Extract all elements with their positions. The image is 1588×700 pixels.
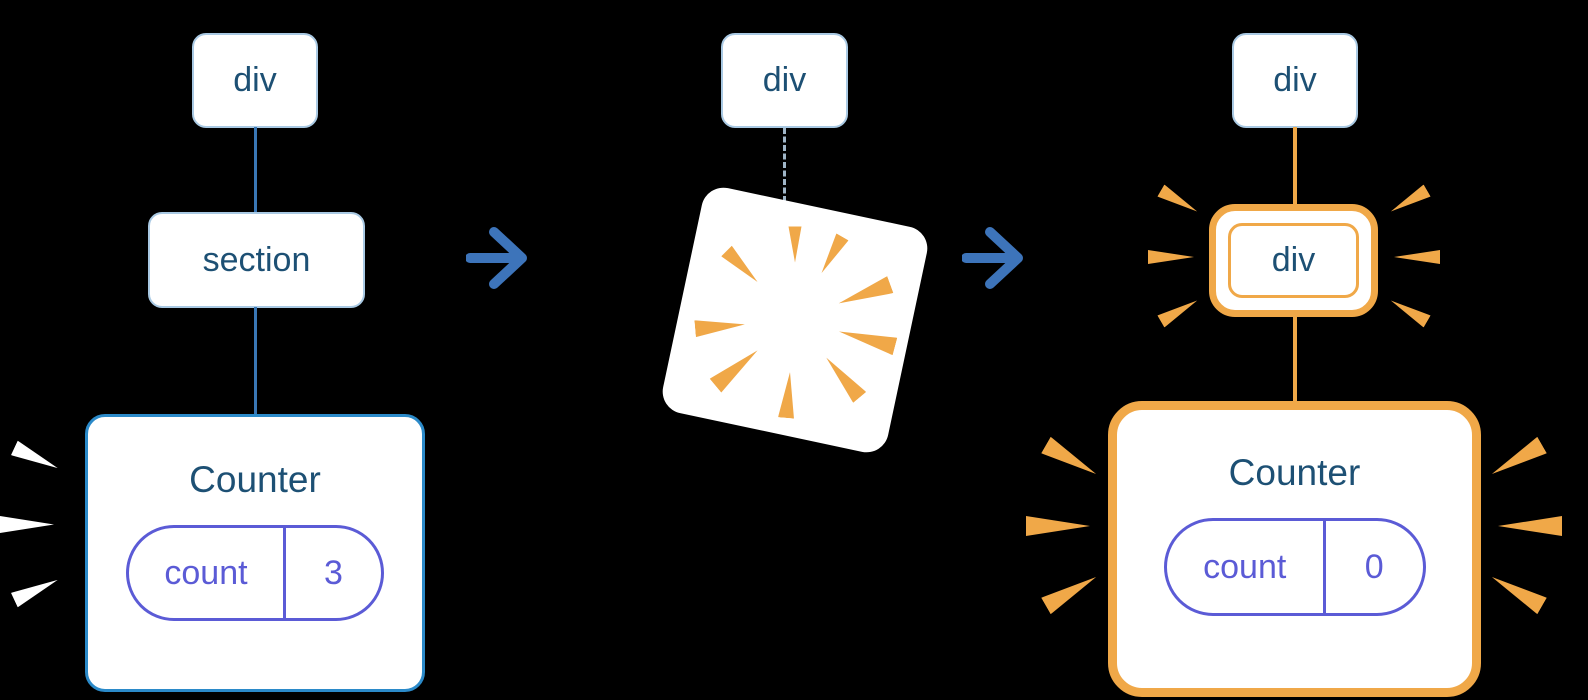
burst-icon xyxy=(1387,184,1430,217)
transition-root-node: div xyxy=(721,33,848,128)
burst-icon xyxy=(1498,516,1562,536)
after-edge-2 xyxy=(1293,316,1297,402)
burst-icon xyxy=(1157,294,1200,327)
before-edge-1 xyxy=(254,127,257,213)
after-root-node: div xyxy=(1232,33,1358,128)
before-counter-component: Counter count 3 xyxy=(85,414,425,692)
before-state-pill: count 3 xyxy=(126,525,384,621)
transition-dashed-edge xyxy=(783,128,786,202)
after-counter-component: Counter count 0 xyxy=(1108,401,1481,697)
burst-icon xyxy=(11,441,61,476)
before-root-node: div xyxy=(192,33,318,128)
after-counter-title: Counter xyxy=(1228,452,1361,493)
burst-icon xyxy=(1026,516,1090,536)
arrow-right-icon xyxy=(962,227,1023,289)
burst-icon xyxy=(1041,437,1101,482)
before-child-node: section xyxy=(148,212,365,308)
burst-icon xyxy=(1394,250,1440,264)
burst-icon xyxy=(1148,250,1194,264)
after-child-node: div xyxy=(1228,223,1359,298)
after-state-key: count xyxy=(1203,547,1287,586)
burst-icon xyxy=(1157,184,1200,217)
before-edge-2 xyxy=(254,307,257,416)
arrow-right-icon xyxy=(466,227,527,289)
poof-icon xyxy=(625,150,965,490)
poof-square xyxy=(658,183,932,457)
burst-icon xyxy=(1487,437,1547,482)
burst-icon xyxy=(1387,294,1430,327)
before-counter-title: Counter xyxy=(189,459,321,500)
after-child-node-highlight: div xyxy=(1209,204,1378,317)
burst-icon xyxy=(1041,569,1101,614)
after-edge-1 xyxy=(1293,127,1297,207)
before-state-value: 3 xyxy=(282,528,381,618)
burst-icon xyxy=(11,573,61,608)
after-state-pill: count 0 xyxy=(1163,518,1426,616)
before-state-key: count xyxy=(164,553,248,592)
burst-icon xyxy=(1487,569,1547,614)
burst-icon xyxy=(0,516,54,533)
after-state-value: 0 xyxy=(1322,521,1423,613)
